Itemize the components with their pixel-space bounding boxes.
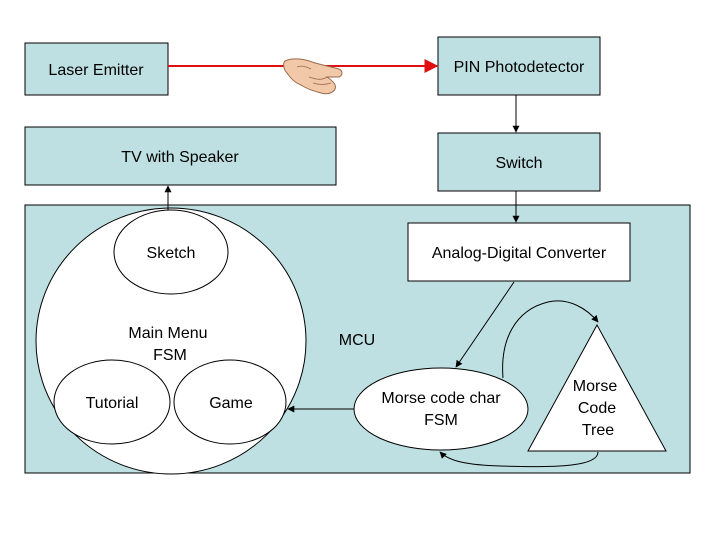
morse-fsm-label-line2: FSM	[424, 412, 458, 429]
morse-tree-label-line1: Morse	[573, 378, 618, 395]
tv-with-speaker-block: TV with Speaker	[24, 126, 337, 186]
hand-icon	[283, 58, 343, 95]
game-state: Game	[173, 359, 287, 445]
morse-fsm-label-line1: Morse code char	[381, 390, 501, 407]
laser-emitter-label: Laser Emitter	[48, 62, 144, 79]
pin-photodetector-label: PIN Photodetector	[454, 59, 585, 76]
morse-tree-label-line2: Code	[578, 400, 616, 417]
sketch-label: Sketch	[147, 245, 196, 262]
tv-with-speaker-label: TV with Speaker	[121, 149, 239, 166]
morse-code-tree: Morse Code Tree	[527, 323, 667, 452]
laser-emitter-block: Laser Emitter	[24, 42, 169, 96]
adc-to-morse-fsm-arrow	[455, 281, 515, 368]
main-menu-label-line2: FSM	[153, 347, 187, 364]
morse-tree-label-line3: Tree	[582, 422, 614, 439]
tree-to-morse-fsm-arrow	[439, 451, 599, 468]
main-menu-label-line1: Main Menu	[128, 325, 207, 342]
switch-block: Switch	[437, 132, 601, 192]
morse-code-char-fsm: Morse code char FSM	[353, 367, 529, 451]
adc-block: Analog-Digital Converter	[407, 222, 631, 282]
sketch-state: Sketch	[113, 209, 229, 295]
morse-fsm-to-tree-arrow	[502, 300, 599, 379]
pin-photodetector-block: PIN Photodetector	[437, 36, 601, 96]
tutorial-state: Tutorial	[53, 359, 171, 445]
tutorial-label: Tutorial	[86, 395, 139, 412]
game-label: Game	[209, 395, 253, 412]
mcu-label: MCU	[339, 332, 375, 349]
adc-label: Analog-Digital Converter	[432, 245, 607, 262]
switch-label: Switch	[495, 155, 542, 172]
